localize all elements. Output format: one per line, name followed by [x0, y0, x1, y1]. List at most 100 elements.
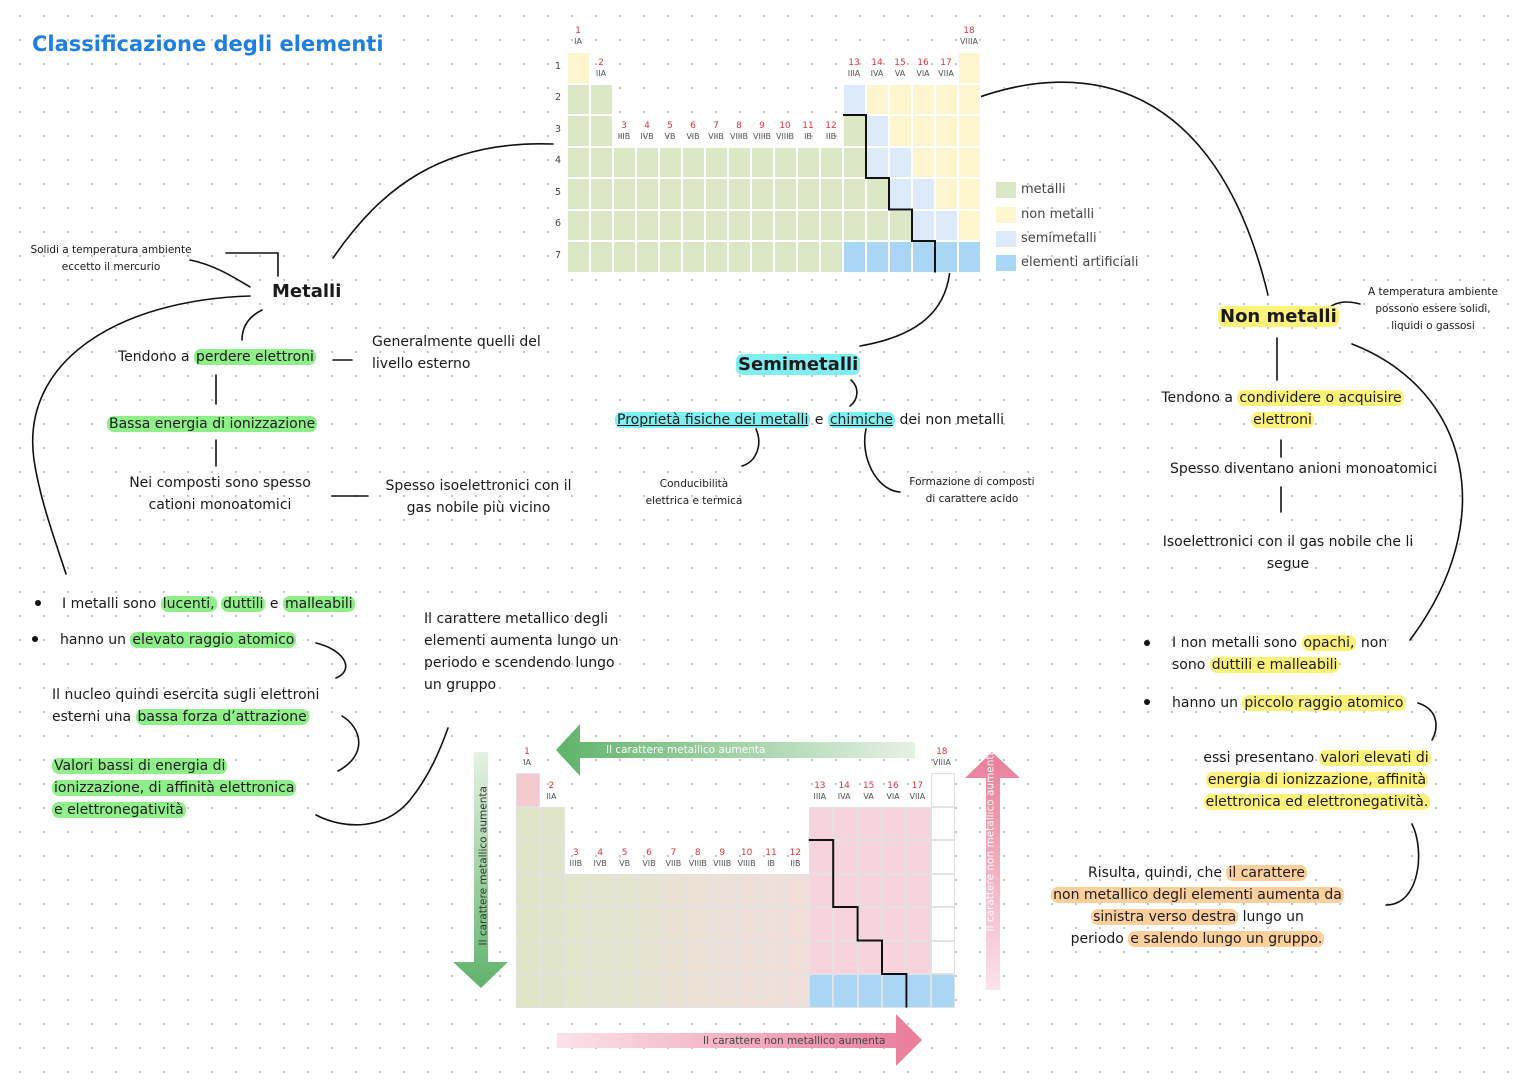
element-cell	[590, 146, 613, 178]
element-cell	[638, 873, 663, 907]
element-cell	[564, 940, 590, 974]
element-cell	[590, 241, 613, 273]
element-cell	[662, 873, 687, 907]
element-cell	[662, 907, 687, 941]
group-number: 11	[765, 847, 777, 858]
group-number: 16	[917, 57, 929, 68]
group-number: 8	[694, 847, 701, 858]
group-roman: VIA	[916, 68, 930, 78]
element-cell	[784, 907, 809, 941]
element-cell	[906, 806, 931, 840]
element-cell	[735, 873, 760, 907]
element-cell	[797, 178, 820, 210]
element-cell	[682, 178, 705, 210]
group-roman: VIIIB	[775, 131, 795, 141]
element-cell	[930, 940, 956, 974]
element-cell	[516, 806, 541, 840]
element-cell	[516, 873, 541, 907]
element-cell	[659, 241, 682, 273]
element-cell	[760, 940, 785, 974]
element-cell	[589, 873, 614, 907]
element-cell	[843, 178, 866, 210]
group-roman: IB	[804, 131, 812, 141]
element-cell	[958, 209, 981, 241]
semimetals-header: Semimetalli	[736, 354, 861, 375]
arrow-right-label: Il carattere non metallico aumenta	[984, 749, 997, 932]
element-cell	[590, 115, 613, 147]
element-cell	[912, 146, 935, 178]
element-cell	[516, 974, 541, 1008]
element-cell	[567, 178, 590, 210]
element-cell	[797, 241, 820, 273]
element-cell	[564, 907, 590, 941]
group-number: 7	[713, 120, 719, 131]
element-cell	[820, 209, 843, 241]
element-cell	[930, 974, 956, 1008]
element-cell	[857, 806, 882, 840]
element-cell	[906, 940, 931, 974]
element-cell	[590, 83, 613, 115]
legend-artificial: elementi artificiali	[1021, 255, 1139, 270]
element-cell	[882, 840, 907, 874]
element-cell	[930, 806, 956, 840]
element-cell	[774, 241, 797, 273]
element-cell	[564, 974, 590, 1008]
element-cell	[682, 209, 705, 241]
element-cell	[751, 146, 774, 178]
element-cell	[735, 907, 760, 941]
group-number: 15	[894, 57, 906, 68]
group-roman: IIB	[790, 858, 801, 868]
element-cell	[682, 241, 705, 273]
element-cell	[751, 209, 774, 241]
element-cell	[711, 940, 736, 974]
group-roman: VIIIA	[959, 37, 979, 46]
element-cell	[540, 840, 565, 874]
element-cell	[540, 806, 565, 840]
element-cell	[808, 940, 834, 974]
element-cell	[636, 209, 659, 241]
group-roman: IVB	[640, 131, 654, 141]
page-title: Classificazione degli elementi	[32, 32, 384, 56]
element-cell	[784, 974, 809, 1008]
group-number: 4	[644, 120, 650, 131]
element-cell	[705, 209, 728, 241]
element-cell	[906, 873, 931, 907]
element-cell	[774, 146, 797, 178]
element-cell	[889, 146, 912, 178]
group-number: 14	[838, 780, 850, 791]
group-roman: IIIA	[813, 791, 827, 801]
group-roman: IA	[574, 37, 582, 46]
group-roman: IIIB	[617, 131, 631, 141]
element-cell	[930, 873, 956, 907]
element-cell	[613, 907, 638, 941]
element-cell	[808, 806, 834, 840]
element-cell	[636, 241, 659, 273]
element-cell	[638, 907, 663, 941]
group-number: 2	[548, 780, 555, 791]
element-cell	[866, 209, 889, 241]
period-number: 2	[555, 92, 562, 104]
element-cell	[889, 115, 912, 147]
element-cell	[843, 209, 866, 241]
element-cell	[935, 178, 958, 210]
element-cell	[833, 974, 858, 1008]
element-cell	[857, 873, 882, 907]
group-number: 18	[963, 26, 975, 36]
group-roman: IIIB	[569, 858, 583, 868]
element-cell	[930, 840, 956, 874]
metals-header: Metalli	[272, 281, 342, 302]
element-cell	[857, 974, 882, 1008]
group-number: 18	[936, 747, 948, 757]
metals-bullet-properties: I metalli sono lucenti, duttili e mallea…	[62, 596, 355, 612]
element-cell	[774, 178, 797, 210]
group-number: 4	[597, 847, 604, 858]
element-cell	[889, 241, 912, 273]
element-cell	[589, 974, 614, 1008]
element-cell	[711, 907, 736, 941]
element-cell	[958, 146, 981, 178]
bullet-dot	[32, 636, 38, 642]
